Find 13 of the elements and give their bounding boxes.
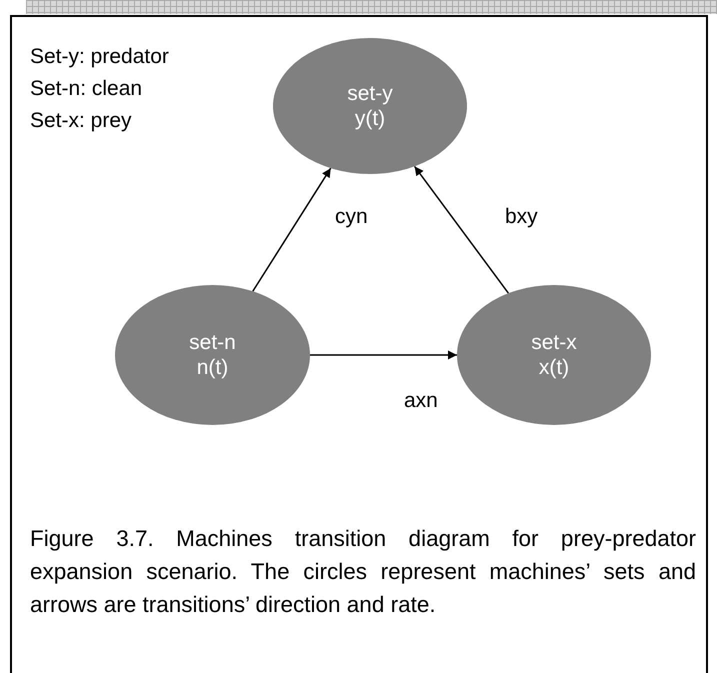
figure-caption: Figure 3.7. Machines transition diagram for prey-predator expansion scenario. The circles represent machines’ sets and arrows are transitions’ direction and rate. xyxy=(30,525,696,619)
node-label: set-y xyxy=(347,81,393,106)
legend-note: Set-x: prey xyxy=(30,108,132,133)
node-label: x(t) xyxy=(538,355,570,380)
arrow xyxy=(310,350,457,360)
arrow xyxy=(414,166,509,294)
legend-note: Set-n: clean xyxy=(30,76,142,101)
legend-note: Set-y: predator xyxy=(30,44,169,69)
node-label: set-n xyxy=(189,330,236,355)
node-label: set-x xyxy=(531,330,577,355)
node-label: n(t) xyxy=(196,355,228,380)
arrow xyxy=(252,168,332,292)
node-label: y(t) xyxy=(354,106,386,131)
